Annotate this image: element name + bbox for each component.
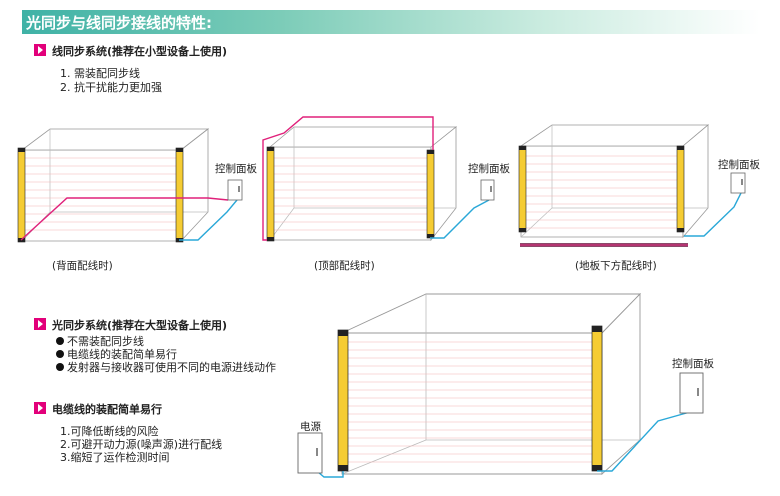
page-title: 光同步与线同步接线的特性: (26, 14, 212, 32)
beam-lines (25, 157, 178, 231)
receiver-bar (591, 325, 603, 472)
title-bar: 光同步与线同步接线的特性: (22, 10, 760, 34)
section2-marker-icon (34, 318, 46, 330)
section2-heading: 光同步系统(推荐在大型设备上使用) (52, 319, 228, 332)
power-supply-box (297, 432, 323, 474)
control-panel-box (679, 372, 704, 414)
big-panel-label: 控制面板 (672, 358, 714, 370)
control-panel-box (730, 172, 746, 194)
receiver-cable (597, 411, 691, 472)
caption-rear-wiring: (背面配线时) (52, 260, 113, 272)
emitter-bar (337, 329, 349, 472)
section3-heading: 电缆线的装配简单易行 (52, 403, 162, 416)
diagram-rear-wiring (17, 128, 243, 243)
cable (430, 199, 490, 239)
control-panel-box (227, 179, 243, 201)
receiver-bar (676, 145, 685, 233)
sync-wire (262, 116, 434, 241)
caption-top-wiring: (顶部配线时) (314, 260, 375, 272)
section3-item-3: 3.缩短了运作检测时间 (60, 451, 170, 464)
section1-item-1: 1. 需装配同步线 (60, 67, 140, 80)
diagram-floor-wiring (518, 124, 746, 247)
cable (179, 199, 238, 241)
section3-item-2: 2.可避开动力源(噪声源)进行配线 (60, 438, 223, 451)
bullet-dot-icon (56, 350, 64, 358)
section3-item-1: 1.可降低断线的风险 (60, 425, 159, 438)
section2-item-3: 发射器与接收器可使用不同的电源进线动作 (56, 361, 276, 374)
beam-lines (525, 155, 679, 229)
diagram-optical-sync (297, 292, 704, 478)
control-panel-box (480, 179, 495, 201)
beam-lines (273, 157, 427, 231)
cable (684, 192, 742, 237)
emitter-cable (317, 471, 344, 478)
receiver-bar (426, 149, 435, 239)
emitter-bar (266, 146, 275, 242)
section1-marker-icon (34, 44, 46, 56)
bullet-dot-icon (56, 363, 64, 371)
caption-floor-wiring: (地板下方配线时) (575, 260, 657, 272)
section1-item-2: 2. 抗干扰能力更加强 (60, 81, 162, 94)
power-label: 电源 (300, 421, 321, 433)
sync-wire (20, 197, 229, 241)
emitter-bar (17, 147, 26, 243)
panel-label-2: 控制面板 (468, 163, 510, 175)
emitter-bar (518, 145, 527, 233)
panel-label-3: 控制面板 (718, 159, 760, 171)
section2-item-1: 不需装配同步线 (56, 335, 144, 348)
diagram-top-wiring (262, 116, 495, 242)
receiver-bar (175, 147, 184, 243)
section3-marker-icon (34, 402, 46, 414)
panel-label-1: 控制面板 (215, 163, 257, 175)
section1-heading: 线同步系统(推荐在小型设备上使用) (52, 45, 228, 58)
section2-item-2: 电缆线的装配简单易行 (56, 348, 177, 361)
bullet-dot-icon (56, 337, 64, 345)
beam-lines (348, 341, 596, 463)
